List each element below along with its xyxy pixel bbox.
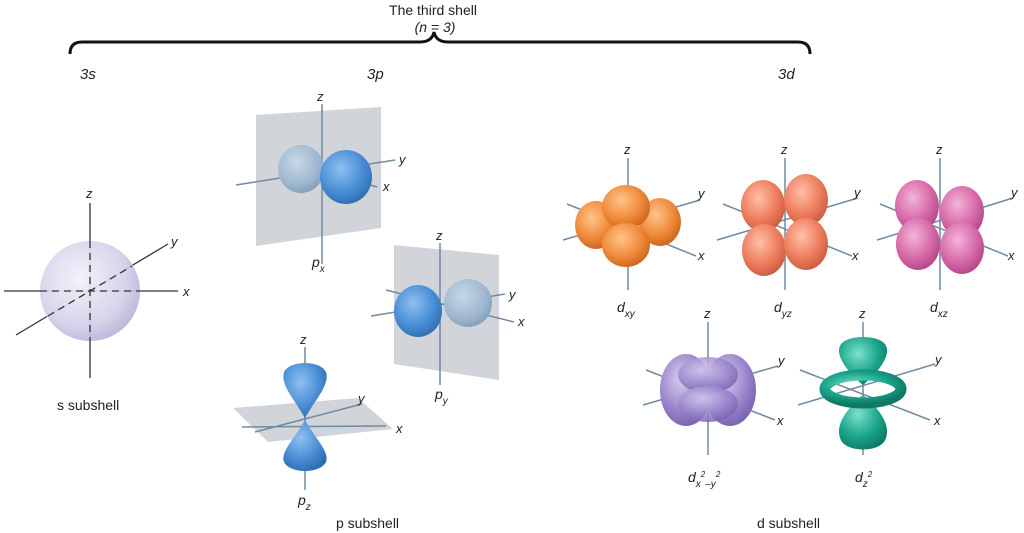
- py-axis-y: y: [509, 287, 516, 302]
- dz2-axis-y: y: [935, 352, 942, 367]
- pz-plane: [233, 398, 393, 442]
- shell-title: The third shell: [389, 2, 477, 18]
- dx2y2-axis-z: z: [704, 306, 711, 321]
- shell-bracket: [68, 31, 812, 55]
- px-lobe-front: [320, 150, 372, 204]
- px-axis-y: y: [399, 152, 406, 167]
- pz-orbital-group: [233, 347, 393, 490]
- dz2-axis-x: x: [934, 413, 941, 428]
- py-lobe-back: [444, 279, 492, 327]
- pz-axis-y: y: [358, 391, 365, 406]
- label-px: px: [312, 254, 325, 275]
- dz2-axis-z: z: [859, 306, 866, 321]
- px-lobe-back: [278, 145, 324, 193]
- label-dx2y2: dx2–y2: [688, 469, 721, 490]
- dxz-axis-x: x: [1008, 248, 1015, 263]
- pz-lobe-bottom: [283, 420, 327, 471]
- label-s-subshell: s subshell: [57, 397, 120, 413]
- s-axis-x: x: [183, 284, 190, 299]
- dyz-orbital-group: [716, 158, 859, 290]
- label-3d: 3d: [778, 66, 795, 83]
- label-py: py: [435, 386, 448, 407]
- label-dxz: dxz: [930, 299, 948, 320]
- shell-quantum-number: (n = 3): [414, 19, 456, 35]
- py-axis-z: z: [436, 228, 443, 243]
- dxz-axis-z: z: [936, 142, 943, 157]
- label-dyz: dyz: [774, 299, 792, 320]
- s-orbital-group: [4, 203, 178, 378]
- label-3s: 3s: [80, 66, 96, 83]
- label-p-subshell: p subshell: [336, 515, 400, 531]
- dxy-axis-y: y: [698, 186, 705, 201]
- dz2-orbital-group: [797, 322, 936, 455]
- label-3p: 3p: [367, 66, 384, 83]
- s-axis-z: z: [86, 186, 93, 201]
- dyz-axis-y: y: [854, 185, 861, 200]
- pz-axis-x: x: [396, 421, 403, 436]
- dxy-orbital-group: [562, 158, 701, 290]
- label-dz2: dz2: [855, 469, 873, 490]
- label-pz: pz: [298, 492, 311, 513]
- dx2y2-axis-y: y: [778, 353, 785, 368]
- dx2y2-orbital-group: [642, 322, 779, 455]
- pz-axis-z: z: [300, 332, 307, 347]
- pz-lobe-top: [283, 363, 327, 418]
- label-d-subshell: d subshell: [757, 515, 821, 531]
- dxz-axis-y: y: [1011, 185, 1018, 200]
- dyz-axis-z: z: [781, 142, 788, 157]
- px-axis-x: x: [383, 179, 390, 194]
- px-orbital-group: [235, 104, 396, 264]
- dxy-axis-z: z: [624, 142, 631, 157]
- dxz-orbital-group: [876, 158, 1014, 290]
- py-lobe-front: [394, 285, 442, 337]
- dxy-axis-x: x: [698, 248, 705, 263]
- s-axis-y: y: [171, 234, 178, 249]
- dyz-axis-x: x: [852, 248, 859, 263]
- px-axis-z: z: [317, 89, 324, 104]
- py-orbital-group: [370, 243, 515, 385]
- py-axis-x: x: [518, 314, 525, 329]
- dx2y2-axis-x: x: [777, 413, 784, 428]
- label-dxy: dxy: [617, 299, 635, 320]
